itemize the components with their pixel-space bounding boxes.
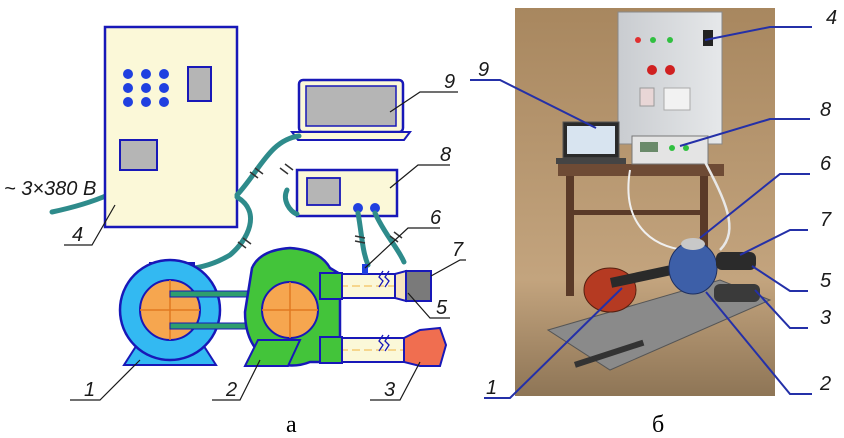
pipe-upper (340, 264, 431, 301)
callout-2: 2 (225, 379, 237, 401)
photo-callout-5: 5 (820, 270, 832, 292)
pipe-lower (340, 328, 446, 366)
callout-8: 8 (440, 144, 451, 166)
photo-callout-2: 2 (819, 373, 831, 395)
photo-callout-3: 3 (820, 307, 831, 329)
sensor-5 (395, 271, 406, 301)
photo-callout-8: 8 (820, 99, 831, 121)
electric-motor (120, 260, 220, 365)
callout-5: 5 (436, 297, 448, 319)
callout-7: 7 (452, 239, 464, 261)
cabinet-indicator-lights (123, 69, 169, 107)
measuring-unit (297, 170, 397, 216)
callout-9: 9 (444, 71, 455, 93)
callout-6: 6 (430, 207, 442, 229)
photo-panel (515, 8, 775, 396)
laptop-base (292, 132, 410, 140)
cabinet-inverter-screen (120, 140, 157, 170)
flow-meter-7 (406, 271, 431, 301)
callout-1: 1 (84, 379, 95, 401)
photo-table-top (558, 164, 724, 176)
fan (245, 248, 342, 366)
callout-3: 3 (384, 379, 395, 401)
callout-4: 4 (72, 224, 83, 246)
laptop-screen (306, 86, 396, 126)
photo-callout-7: 7 (820, 209, 832, 231)
photo-callout-6: 6 (820, 153, 832, 175)
panel-a-caption: а (286, 412, 297, 438)
fan-outlet-lower (320, 337, 342, 363)
photo-callout-1: 1 (486, 377, 497, 399)
schematic-panel: ~ 3×380 В (4, 27, 466, 438)
photo-callout-9: 9 (478, 59, 489, 81)
fan-outlet-upper (320, 273, 342, 299)
nozzle-3 (404, 328, 446, 366)
measuring-unit-display (307, 178, 340, 205)
panel-b-caption: б (652, 412, 664, 438)
control-cabinet (105, 27, 237, 227)
photo-callout-4: 4 (826, 7, 837, 29)
voltage-label: ~ 3×380 В (4, 178, 96, 200)
cabinet-display (188, 67, 211, 101)
